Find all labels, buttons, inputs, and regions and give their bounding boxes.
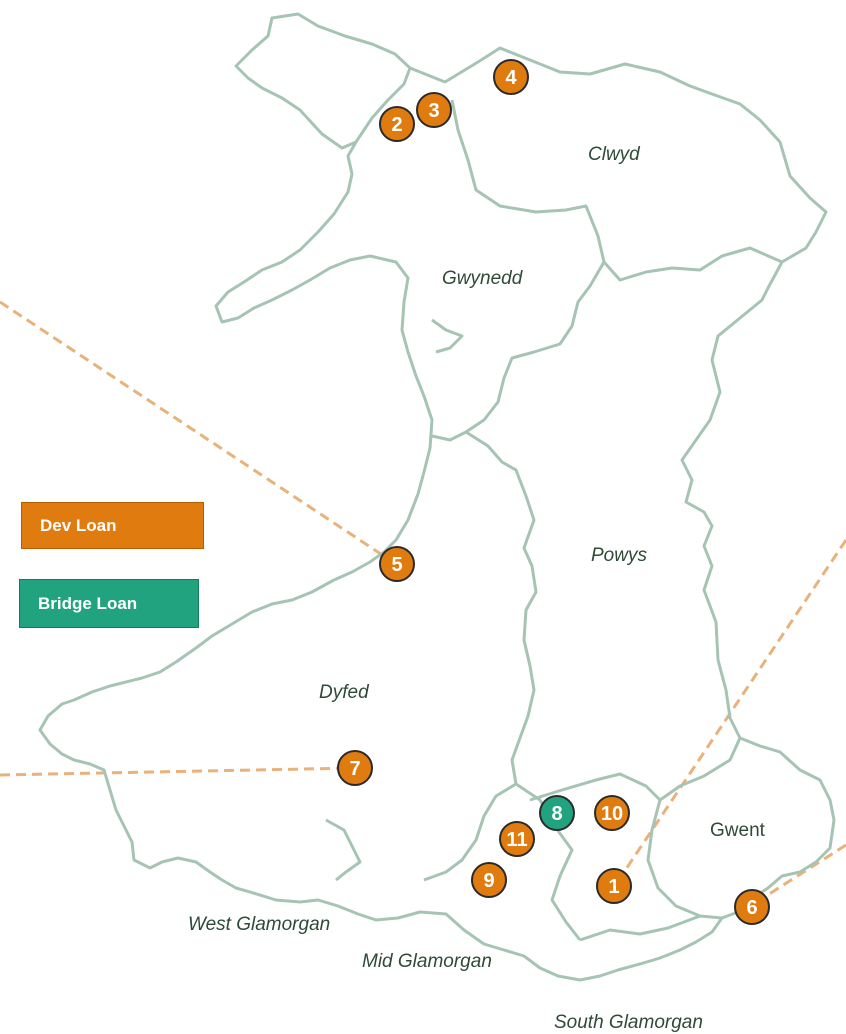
legend-dev-loan: Dev Loan xyxy=(21,502,204,549)
region-label-dyfed: Dyfed xyxy=(319,682,370,703)
marker-8-label: 8 xyxy=(551,803,562,825)
marker-8-circle xyxy=(539,795,575,831)
legend-bridge-loan-label: Bridge Loan xyxy=(38,593,138,613)
legend-dev-loan-label: Dev Loan xyxy=(40,515,117,535)
border-south-glamorgan xyxy=(579,914,701,942)
dyfed-estuary xyxy=(325,818,362,882)
region-labels: Clwyd Gwynedd Powys Dyfed Gwent West Gla… xyxy=(188,144,766,1033)
region-label-powys: Powys xyxy=(591,545,647,566)
marker-5-label: 5 xyxy=(391,554,402,576)
marker-5[interactable]: 5 xyxy=(379,546,415,582)
marker-10-circle xyxy=(594,795,630,831)
leader-line-6 xyxy=(751,843,846,907)
border-clwyd-powys xyxy=(602,246,783,282)
border-gwent-west xyxy=(646,799,723,920)
marker-10-label: 10 xyxy=(601,803,623,825)
marker-7-label: 7 xyxy=(349,758,360,780)
marker-3-circle xyxy=(416,92,452,128)
marker-1-label: 1 xyxy=(608,876,619,898)
marker-4-circle xyxy=(493,59,529,95)
marker-4[interactable]: 4 xyxy=(493,59,529,95)
region-label-mid-glamorgan: Mid Glamorgan xyxy=(362,951,492,972)
region-label-gwynedd: Gwynedd xyxy=(442,268,524,289)
marker-1-circle xyxy=(596,868,632,904)
marker-11[interactable]: 11 xyxy=(499,821,535,857)
border-west-glamorgan xyxy=(423,782,517,882)
marker-10[interactable]: 10 xyxy=(594,795,630,831)
markers: 1 2 3 4 5 6 7 8 xyxy=(337,59,770,925)
gwynedd-estuary xyxy=(431,318,464,354)
border-gwent xyxy=(659,737,742,802)
marker-9[interactable]: 9 xyxy=(471,862,507,898)
marker-11-circle xyxy=(499,821,535,857)
marker-2-label: 2 xyxy=(391,114,402,136)
marker-3-label: 3 xyxy=(428,100,439,122)
marker-11-label: 11 xyxy=(506,829,527,851)
marker-9-circle xyxy=(471,862,507,898)
marker-5-circle xyxy=(379,546,415,582)
marker-4-label: 4 xyxy=(505,67,517,89)
marker-6-circle xyxy=(734,889,770,925)
region-label-clwyd: Clwyd xyxy=(588,144,641,165)
map-outlines xyxy=(38,12,836,982)
marker-7-circle xyxy=(337,750,373,786)
marker-6-label: 6 xyxy=(746,897,757,919)
border-clwyd-gwynedd xyxy=(450,99,606,263)
marker-7[interactable]: 7 xyxy=(337,750,373,786)
marker-2[interactable]: 2 xyxy=(379,106,415,142)
wales-coastline xyxy=(38,46,836,982)
marker-1[interactable]: 1 xyxy=(596,868,632,904)
marker-8[interactable]: 8 xyxy=(539,795,575,831)
leader-line-7 xyxy=(0,766,356,777)
region-label-gwent: Gwent xyxy=(710,820,766,841)
legend-bridge-loan: Bridge Loan xyxy=(19,579,199,628)
marker-6[interactable]: 6 xyxy=(734,889,770,925)
border-powys-south xyxy=(529,772,662,802)
region-label-south-glamorgan: South Glamorgan xyxy=(554,1012,703,1033)
border-dyfed-powys xyxy=(465,430,538,785)
marker-3[interactable]: 3 xyxy=(416,92,452,128)
region-label-west-glamorgan: West Glamorgan xyxy=(188,914,330,935)
marker-9-label: 9 xyxy=(483,870,494,892)
marker-2-circle xyxy=(379,106,415,142)
